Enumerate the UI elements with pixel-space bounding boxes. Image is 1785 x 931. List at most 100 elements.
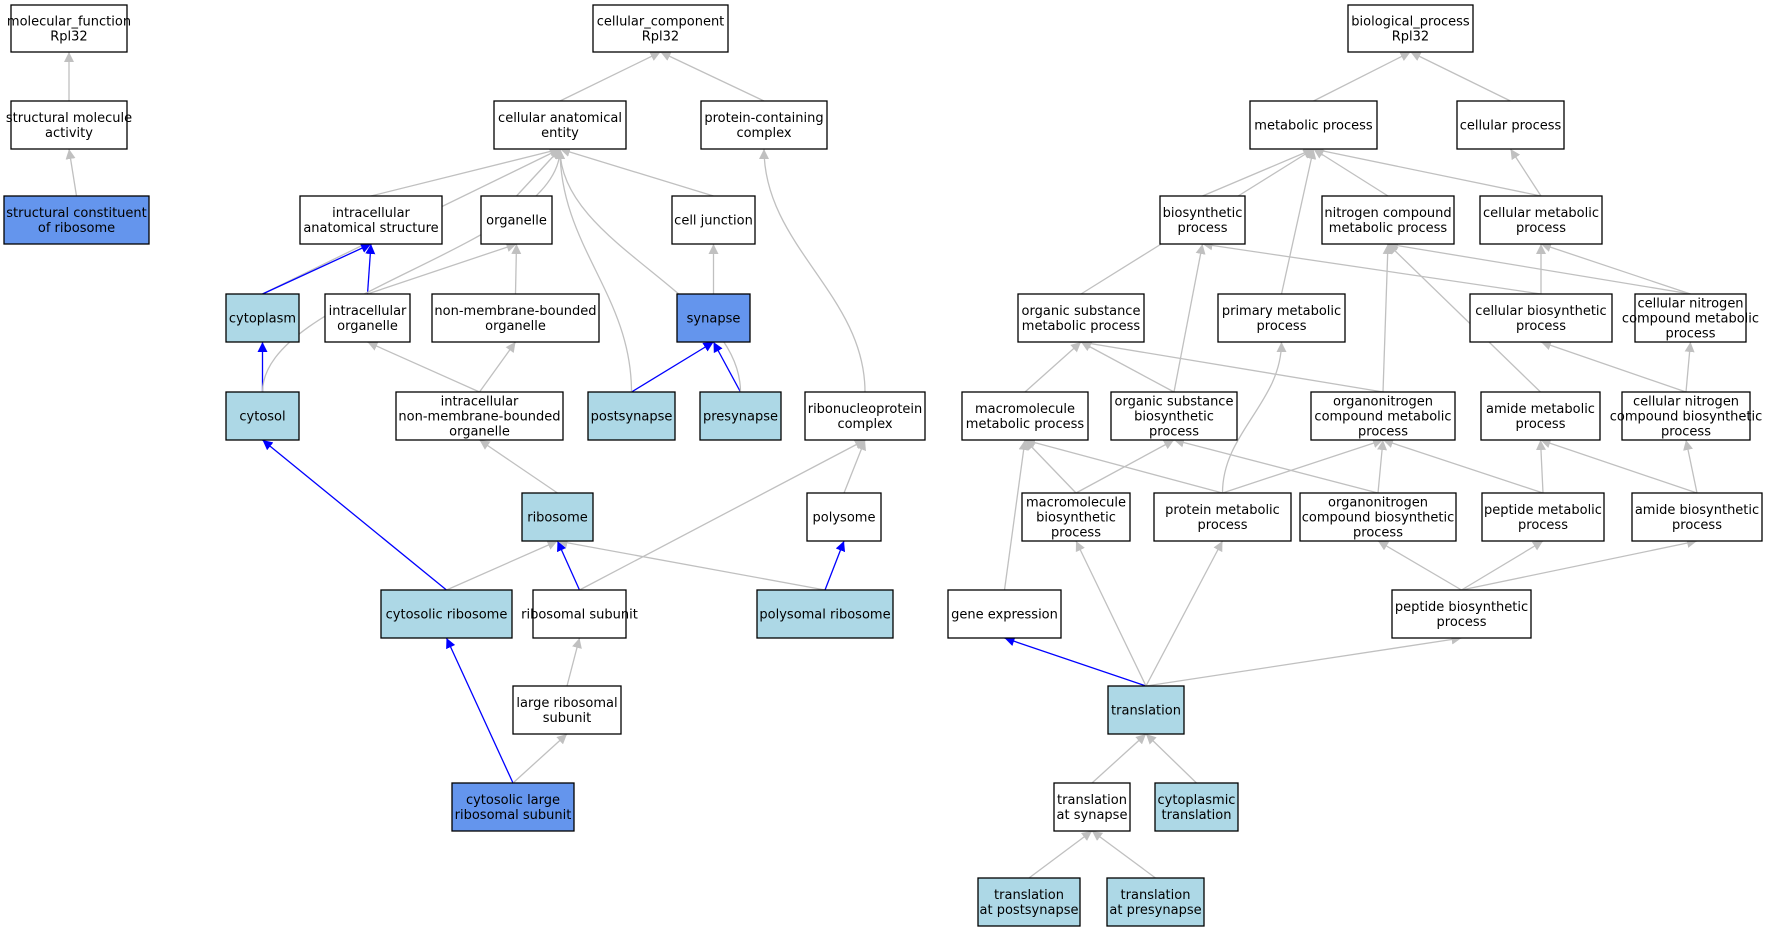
node-box [806,492,882,542]
node-label-line: compound metabolic [1314,410,1451,425]
edge-inmbo-to-intra_org [367,341,480,393]
node-label-line: process [1257,319,1307,334]
node-box [1321,195,1455,245]
node-label-line: cellular nitrogen [1633,395,1739,410]
node-label-line: process [1358,425,1408,440]
edge-ncmp-to-met_proc [1313,148,1389,197]
node-label-line: molecular_function [7,15,131,30]
node-box [1021,492,1131,542]
node-inmbo[interactable]: intracellularnon-membrane-boundedorganel… [395,391,564,441]
node-synapse[interactable]: synapse [676,293,751,343]
node-label-line: process [1353,526,1403,541]
node-met_proc[interactable]: metabolic process [1249,100,1378,150]
node-label-line: organelle [486,214,547,229]
node-gene_exp[interactable]: gene expression [947,589,1062,639]
node-label-line: cellular nitrogen [1637,297,1743,312]
edge-pepmp-to-oncmp [1382,438,1544,494]
node-label-line: non-membrane-bounded [398,410,560,425]
node-box [699,391,782,441]
node-ribosome[interactable]: ribosome [521,492,594,542]
edge-intra_org-to-ias [365,243,376,295]
node-label-line: translation [1111,704,1181,719]
node-cytoplasm[interactable]: cytoplasm [225,293,300,343]
node-label-line: cellular metabolic [1483,206,1599,221]
node-organelle[interactable]: organelle [480,195,553,245]
node-translation[interactable]: translation [1107,685,1185,735]
node-label-line: anatomical structure [303,221,438,236]
edge-cyto_large-to-large_sub [512,733,568,784]
node-cell_proc[interactable]: cellular process [1456,100,1565,150]
node-presynapse[interactable]: presynapse [699,391,782,441]
edge-pepbp-to-abp [1461,538,1698,591]
node-label-line: cell junction [674,214,753,229]
node-label-line: organic substance [1115,395,1234,410]
edge-postsynapse-to-cae [555,148,633,393]
edge-cyto_large-to-cyto_ribo [445,637,514,784]
node-ribo_sub[interactable]: ribosomal subunit [521,589,638,639]
node-polysome[interactable]: polysome [806,492,882,542]
node-box [1107,685,1185,735]
node-label-line: metabolic process [1254,119,1373,134]
node-label-line: process [1518,518,1568,533]
node-label-line: amide biosynthetic [1635,503,1759,518]
node-box [756,589,894,639]
node-cell_junction[interactable]: cell junction [671,195,756,245]
node-cyto_ribo[interactable]: cytosolic ribosome [380,589,513,639]
node-label-line: structural molecule [6,111,132,126]
edge-struct_ribo-to-struct_mol [65,148,78,197]
node-poly_ribo[interactable]: polysomal ribosome [756,589,894,639]
node-label-line: translation [994,888,1064,903]
edge-cncbp-to-cbp [1540,340,1687,393]
edge-translation-to-pepbp [1145,634,1462,687]
node-box [587,391,676,441]
node-label-line: cellular anatomical [498,111,622,126]
node-box [521,492,594,542]
node-label-line: at postsynapse [980,903,1079,918]
edge-polysome-to-rnp [843,439,866,494]
node-box [671,195,756,245]
node-postsynapse[interactable]: postsynapse [587,391,676,441]
node-label-line: ribosomal subunit [455,808,572,823]
node-label-line: process [1198,518,1248,533]
node-label-line: process [1437,615,1487,630]
node-label-line: activity [45,126,93,141]
edge-rnp-to-pcc [759,148,866,393]
node-label-line: protein-containing [704,111,823,126]
node-cytosol[interactable]: cytosol [225,391,300,441]
